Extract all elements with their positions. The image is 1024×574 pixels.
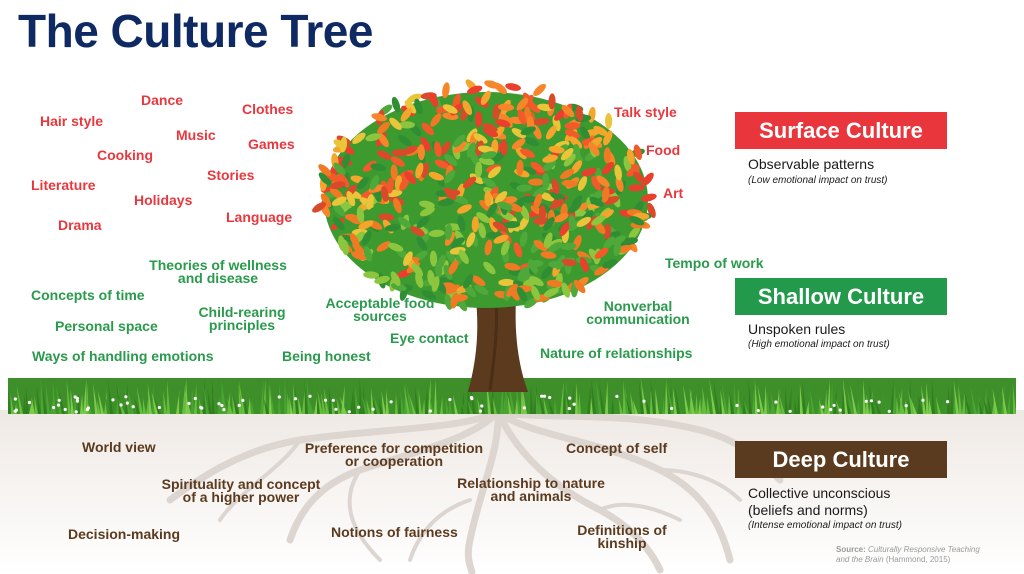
deep-culture-description-2: (beliefs and norms)	[748, 502, 868, 518]
label-kinship-line-1: Definitions of	[577, 522, 667, 538]
label-hair-style: Hair style	[40, 113, 104, 129]
label-acceptable-food-sources: Acceptable food sources	[318, 295, 442, 324]
label-relationship-nature-line-1: Relationship to nature	[457, 475, 605, 491]
label-cooking: Cooking	[97, 147, 153, 163]
label-food: Food	[646, 142, 681, 158]
tree-trunk	[468, 300, 528, 392]
label-nonverbal-line-2: communication	[586, 311, 690, 327]
label-eye-contact: Eye contact	[390, 330, 469, 346]
deep-culture-note: (Intense emotional impact on trust)	[748, 520, 902, 531]
label-competition-or-cooperation: Preference for competition or cooperatio…	[291, 440, 497, 469]
label-acceptable-food-line-1: Acceptable food	[325, 295, 435, 311]
label-definitions-of-kinship: Definitions of kinship	[569, 522, 675, 551]
label-spirituality-line-2: of a higher power	[182, 489, 300, 505]
label-art: Art	[663, 185, 684, 201]
label-being-honest: Being honest	[282, 348, 371, 364]
roots-illustration	[166, 408, 784, 574]
shallow-culture-badge: Shallow Culture	[735, 278, 947, 315]
label-personal-space: Personal space	[55, 318, 158, 334]
label-music: Music	[176, 127, 216, 143]
label-holidays: Holidays	[134, 192, 193, 208]
source-work-line-2: and the Brain	[836, 555, 884, 564]
label-spirituality: Spirituality and concept of a higher pow…	[150, 476, 332, 505]
page-title: The Culture Tree	[18, 5, 373, 57]
label-games: Games	[248, 136, 295, 152]
deep-culture-badge: Deep Culture	[735, 441, 947, 478]
label-kinship-line-2: kinship	[597, 535, 647, 551]
grass-flowers	[13, 394, 950, 414]
label-dance: Dance	[141, 92, 184, 108]
label-nature-of-relationships: Nature of relationships	[540, 345, 693, 361]
source-prefix: Source:	[836, 545, 866, 554]
label-acceptable-food-line-2: sources	[353, 308, 407, 324]
label-ways-of-handling-emotions: Ways of handling emotions	[32, 348, 214, 364]
label-drama: Drama	[58, 217, 102, 233]
label-spirituality-line-1: Spirituality and concept	[161, 476, 321, 492]
label-language: Language	[226, 209, 293, 225]
deep-culture-description-1: Collective unconscious	[748, 485, 891, 501]
label-theories-of-wellness: Theories of wellness and disease	[141, 257, 295, 286]
surface-culture-badge: Surface Culture	[735, 112, 947, 149]
label-relationship-to-nature: Relationship to nature and animals	[447, 475, 615, 504]
label-nonverbal-line-1: Nonverbal	[603, 298, 673, 314]
tree-canopy	[312, 79, 657, 312]
label-child-rearing-line-1: Child-rearing	[198, 304, 286, 320]
label-stories: Stories	[207, 167, 255, 183]
label-child-rearing-principles: Child-rearing principles	[192, 304, 292, 333]
surface-culture-note: (Low emotional impact on trust)	[748, 175, 888, 186]
label-competition-line-1: Preference for competition	[304, 440, 484, 456]
surface-culture-description: Observable patterns	[748, 156, 875, 172]
label-clothes: Clothes	[242, 101, 294, 117]
source-citation: Source: Culturally Responsive Teaching a…	[836, 545, 1008, 565]
source-author: (Hammond, 2015)	[885, 555, 951, 564]
grass-blades	[8, 378, 1016, 414]
shallow-culture-note: (High emotional impact on trust)	[748, 339, 890, 350]
shallow-culture-description: Unspoken rules	[748, 321, 846, 337]
label-theories-of-wellness-line-2: and disease	[177, 270, 259, 286]
label-theories-of-wellness-line-1: Theories of wellness	[149, 257, 287, 273]
label-competition-line-2: or cooperation	[344, 453, 443, 469]
label-decision-making: Decision-making	[68, 526, 181, 542]
label-world-view: World view	[82, 439, 156, 455]
label-notions-of-fairness: Notions of fairness	[331, 524, 458, 540]
label-tempo-of-work: Tempo of work	[665, 255, 764, 271]
source-work-line-1: Culturally Responsive Teaching	[868, 545, 980, 554]
label-nonverbal-communication: Nonverbal communication	[580, 298, 696, 327]
label-concepts-of-time: Concepts of time	[31, 287, 145, 303]
label-relationship-nature-line-2: and animals	[490, 488, 572, 504]
label-talk-style: Talk style	[614, 104, 677, 120]
label-concept-of-self: Concept of self	[566, 440, 668, 456]
label-literature: Literature	[31, 177, 96, 193]
label-child-rearing-line-2: principles	[208, 317, 276, 333]
